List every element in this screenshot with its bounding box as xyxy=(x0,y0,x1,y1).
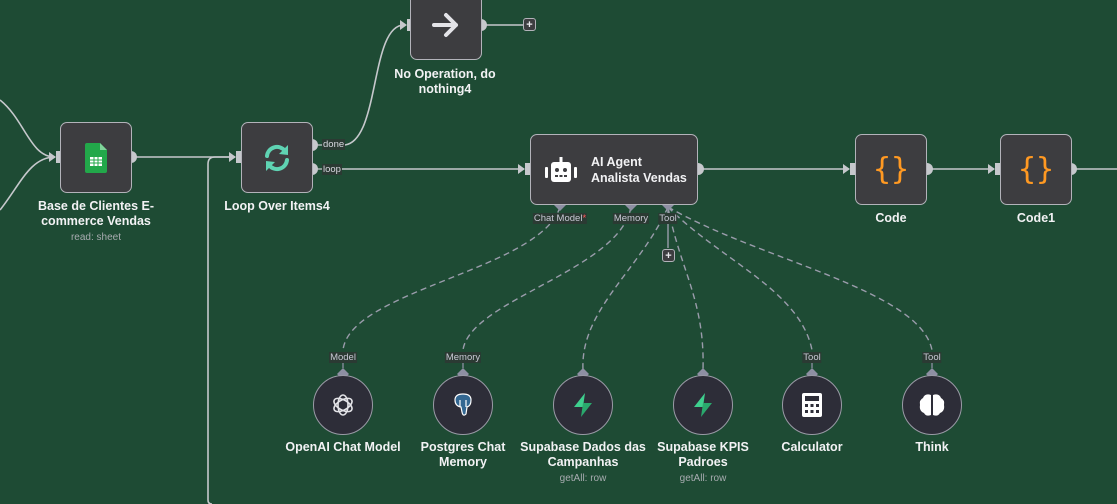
node-openai-title: OpenAI Chat Model xyxy=(285,440,401,454)
code-braces-icon: {} xyxy=(872,152,910,187)
calculator-icon xyxy=(802,393,822,417)
sub-port-tool-label: Tool xyxy=(922,352,942,363)
openai-icon xyxy=(333,394,353,416)
node-code-title: Code xyxy=(875,211,907,225)
edge-memory xyxy=(462,206,632,351)
edge-chat-model xyxy=(342,206,561,351)
sub-port-model-label: Model xyxy=(329,352,357,363)
edge-incoming-bottom xyxy=(0,156,56,211)
edge-tool-calculator xyxy=(667,206,813,351)
node-sheets-title: Base de Clientes E-commerce Vendas xyxy=(37,199,155,228)
node-supabase-kpis-padroes[interactable] xyxy=(673,375,733,435)
node-noop[interactable] xyxy=(410,0,482,60)
postgres-icon xyxy=(454,393,472,416)
sub-port-memory-label: Memory xyxy=(444,352,482,363)
robot-icon xyxy=(545,156,577,182)
output-done-label: done xyxy=(322,139,346,150)
output-loop-label: loop xyxy=(322,164,342,175)
arrow-right-icon xyxy=(432,12,458,37)
node-sheets[interactable] xyxy=(60,122,132,193)
supabase-icon xyxy=(574,393,592,417)
edge-tool-supabase2 xyxy=(667,206,704,371)
node-supabase1-subtitle: getAll: row xyxy=(559,473,607,484)
loop-icon xyxy=(265,144,289,171)
node-code1-title: Code1 xyxy=(1016,211,1056,225)
node-loop[interactable] xyxy=(241,122,313,193)
node-think-title: Think xyxy=(915,440,949,454)
sub-port-tool-label: Tool xyxy=(802,352,822,363)
node-loop-title: Loop Over Items4 xyxy=(224,199,330,213)
node-calculator-title: Calculator xyxy=(781,440,843,454)
brain-icon xyxy=(919,394,945,416)
edge-tool-think xyxy=(667,206,933,351)
code-braces-icon: {} xyxy=(1017,152,1055,187)
node-code[interactable]: {} xyxy=(855,134,927,205)
node-think[interactable] xyxy=(902,375,962,435)
node-calculator[interactable] xyxy=(782,375,842,435)
supabase-icon xyxy=(694,393,712,417)
node-postgres-chat-memory[interactable] xyxy=(433,375,493,435)
node-openai-chat-model[interactable] xyxy=(313,375,373,435)
node-code1[interactable]: {} xyxy=(1000,134,1072,205)
port-chat-model-label: Chat Model* xyxy=(532,213,588,224)
edge-incoming-top xyxy=(0,99,56,158)
port-memory-label: Memory xyxy=(612,213,650,224)
node-supabase-dados-campanhas[interactable] xyxy=(553,375,613,435)
google-sheets-icon xyxy=(85,142,107,173)
port-tool-label: Tool xyxy=(658,213,678,224)
edge-done-noop xyxy=(344,24,405,146)
node-supabase2-subtitle: getAll: row xyxy=(679,473,727,484)
add-node-button[interactable]: + xyxy=(523,18,536,31)
add-tool-button[interactable]: + xyxy=(662,249,675,262)
node-sheets-subtitle: read: sheet xyxy=(70,232,122,243)
edge-tool-supabase1 xyxy=(582,206,669,371)
